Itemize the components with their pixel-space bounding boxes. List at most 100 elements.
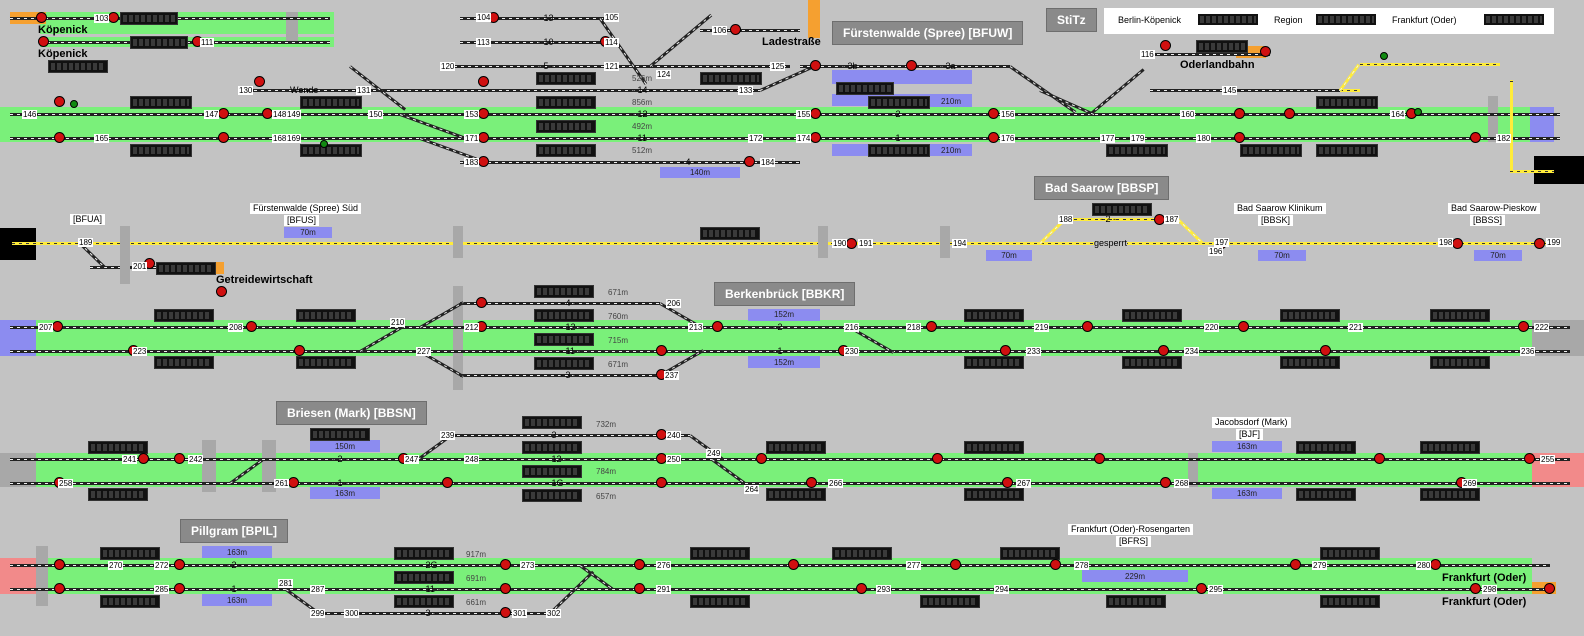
main-signal[interactable] bbox=[294, 345, 305, 356]
single-track[interactable] bbox=[1340, 89, 1360, 92]
train-number-field[interactable] bbox=[534, 285, 594, 298]
main-signal[interactable] bbox=[54, 583, 65, 594]
train-number-field[interactable] bbox=[310, 428, 370, 441]
track[interactable] bbox=[10, 482, 1570, 485]
main-signal[interactable] bbox=[846, 238, 857, 249]
single-track[interactable] bbox=[1060, 218, 1178, 221]
train-number-field[interactable] bbox=[536, 72, 596, 85]
train-number-field[interactable] bbox=[1296, 488, 1356, 501]
main-signal[interactable] bbox=[788, 559, 799, 570]
train-number-field[interactable] bbox=[522, 465, 582, 478]
train-number-field[interactable] bbox=[690, 595, 750, 608]
track[interactable] bbox=[10, 588, 1550, 591]
track[interactable] bbox=[10, 458, 1570, 461]
main-signal[interactable] bbox=[856, 583, 867, 594]
train-number-field[interactable] bbox=[1000, 547, 1060, 560]
main-signal[interactable] bbox=[1524, 453, 1535, 464]
main-signal[interactable] bbox=[1234, 132, 1245, 143]
train-number-field[interactable] bbox=[536, 144, 596, 157]
train-number-field[interactable] bbox=[154, 356, 214, 369]
main-signal[interactable] bbox=[1082, 321, 1093, 332]
train-number-field[interactable] bbox=[1296, 441, 1356, 454]
train-number-field[interactable] bbox=[1316, 144, 1378, 157]
main-signal[interactable] bbox=[810, 60, 821, 71]
station-title-bbkr[interactable]: Berkenbrück [BBKR] bbox=[714, 282, 856, 306]
single-track[interactable] bbox=[1338, 63, 1361, 92]
main-signal[interactable] bbox=[1260, 46, 1271, 57]
main-signal[interactable] bbox=[1158, 345, 1169, 356]
train-number-field[interactable] bbox=[156, 262, 216, 275]
train-number-field[interactable] bbox=[536, 96, 596, 109]
train-number-field[interactable] bbox=[534, 357, 594, 370]
main-signal[interactable] bbox=[730, 24, 741, 35]
train-number-field[interactable] bbox=[120, 12, 178, 25]
train-number-field[interactable] bbox=[964, 356, 1024, 369]
main-signal[interactable] bbox=[756, 453, 767, 464]
track[interactable] bbox=[320, 612, 550, 615]
main-signal[interactable] bbox=[218, 108, 229, 119]
station-title-bbsn[interactable]: Briesen (Mark) [BBSN] bbox=[276, 401, 427, 425]
distant-signal[interactable] bbox=[1414, 108, 1422, 116]
main-signal[interactable] bbox=[218, 132, 229, 143]
track[interactable] bbox=[10, 326, 1570, 329]
station-title-bbsp[interactable]: Bad Saarow [BBSP] bbox=[1034, 176, 1170, 200]
train-number-field[interactable] bbox=[1316, 96, 1378, 109]
main-signal[interactable] bbox=[500, 559, 511, 570]
train-number-field[interactable] bbox=[1196, 40, 1248, 53]
train-number-field[interactable] bbox=[130, 96, 192, 109]
main-signal[interactable] bbox=[1290, 559, 1301, 570]
track[interactable] bbox=[460, 17, 610, 20]
train-number-field[interactable] bbox=[1420, 441, 1480, 454]
train-number-field[interactable] bbox=[536, 120, 596, 133]
train-number-field[interactable] bbox=[394, 547, 454, 560]
main-signal[interactable] bbox=[500, 583, 511, 594]
main-signal[interactable] bbox=[174, 453, 185, 464]
switch-track[interactable] bbox=[759, 64, 816, 92]
main-signal[interactable] bbox=[478, 156, 489, 167]
train-number-field[interactable] bbox=[522, 416, 582, 429]
train-number-field[interactable] bbox=[1092, 203, 1152, 216]
track[interactable] bbox=[1150, 53, 1270, 56]
main-signal[interactable] bbox=[38, 36, 49, 47]
train-number-field[interactable] bbox=[88, 488, 148, 501]
main-signal[interactable] bbox=[988, 108, 999, 119]
main-signal[interactable] bbox=[478, 108, 489, 119]
single-track[interactable] bbox=[1510, 170, 1554, 173]
train-number-field[interactable] bbox=[1280, 309, 1340, 322]
track[interactable] bbox=[10, 564, 1550, 567]
train-number-field[interactable] bbox=[1106, 144, 1168, 157]
main-signal[interactable] bbox=[174, 583, 185, 594]
switch-track[interactable] bbox=[649, 13, 713, 68]
main-signal[interactable] bbox=[1452, 238, 1463, 249]
main-signal[interactable] bbox=[926, 321, 937, 332]
distant-signal[interactable] bbox=[1380, 52, 1388, 60]
train-number-field[interactable] bbox=[1420, 488, 1480, 501]
train-number-field[interactable] bbox=[836, 82, 894, 95]
train-number-field[interactable] bbox=[130, 36, 188, 49]
main-signal[interactable] bbox=[1238, 321, 1249, 332]
main-signal[interactable] bbox=[1234, 108, 1245, 119]
train-number-field[interactable] bbox=[1122, 309, 1182, 322]
train-number-field[interactable] bbox=[1280, 356, 1340, 369]
main-signal[interactable] bbox=[1000, 345, 1011, 356]
main-signal[interactable] bbox=[478, 132, 489, 143]
train-number-field[interactable] bbox=[832, 547, 892, 560]
main-signal[interactable] bbox=[1430, 559, 1441, 570]
main-signal[interactable] bbox=[1094, 453, 1105, 464]
train-number-field[interactable] bbox=[534, 309, 594, 322]
train-number-field[interactable] bbox=[300, 96, 362, 109]
main-signal[interactable] bbox=[810, 132, 821, 143]
train-number-field[interactable] bbox=[154, 309, 214, 322]
train-number-field[interactable] bbox=[700, 227, 760, 240]
single-track[interactable] bbox=[12, 242, 1560, 245]
track[interactable] bbox=[460, 41, 610, 44]
main-signal[interactable] bbox=[138, 453, 149, 464]
main-signal[interactable] bbox=[712, 321, 723, 332]
main-signal[interactable] bbox=[1160, 40, 1171, 51]
train-number-field[interactable] bbox=[868, 96, 930, 109]
train-number-field[interactable] bbox=[964, 441, 1024, 454]
track[interactable] bbox=[800, 65, 1010, 68]
single-track[interactable] bbox=[1360, 63, 1500, 66]
train-number-field[interactable] bbox=[1122, 356, 1182, 369]
train-number-field[interactable] bbox=[394, 571, 454, 584]
